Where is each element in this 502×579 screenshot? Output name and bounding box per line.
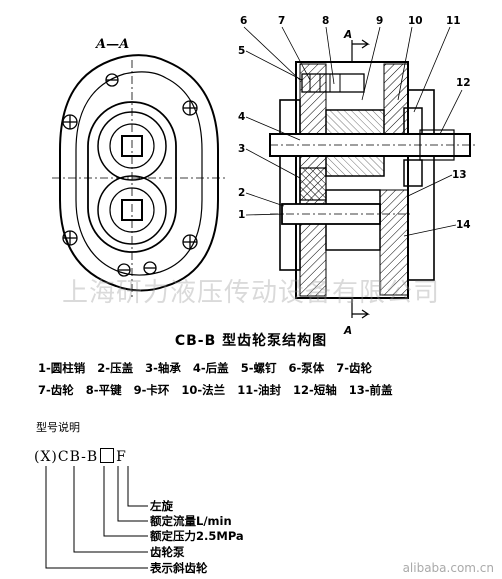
- model-code-leader-lines: [45, 466, 148, 569]
- legend-item: 10-法兰: [181, 383, 226, 397]
- model-code-prefix: (X)CB-B: [34, 449, 99, 465]
- legend-item: 4-后盖: [192, 361, 229, 375]
- callout-labels: 6 7 8 9 10 11 5 12 4 3 13 2 1 14 A A: [238, 15, 471, 337]
- callout-9: 9: [376, 15, 383, 27]
- callout-5: 5: [238, 45, 245, 57]
- site-watermark: alibaba.com.cn: [402, 561, 494, 575]
- model-label-helical-gear: 表示斜齿轮: [150, 561, 208, 575]
- callout-8: 8: [322, 15, 329, 27]
- legend-item: 2-压盖: [97, 361, 134, 375]
- company-watermark: 上海研力液压传动设备有限公司: [61, 278, 440, 308]
- section-mark-top: A: [343, 29, 352, 41]
- legend-item: 3-轴承: [145, 361, 181, 375]
- model-label-rated-flow: 额定流量L/min: [150, 514, 232, 528]
- callout-6: 6: [240, 15, 247, 27]
- callout-11: 11: [446, 15, 461, 27]
- section-label: A—A: [94, 37, 129, 52]
- pump-drawing: A—A: [52, 15, 478, 337]
- legend-item: 9-卡环: [133, 383, 170, 397]
- model-code: (X)CB-B F: [34, 448, 127, 465]
- callout-7: 7: [278, 15, 285, 27]
- model-label-gear-pump: 齿轮泵: [150, 545, 185, 559]
- section-mark-bottom: A: [343, 325, 352, 337]
- model-explanation-title: 型号说明: [36, 421, 80, 434]
- parts-legend-row-2: 7-齿轮 8-平键 9-卡环 10-法兰 11-油封 12-短轴 13-前盖: [38, 382, 401, 398]
- legend-item: 13-前盖: [348, 383, 393, 397]
- callout-3: 3: [238, 143, 245, 155]
- model-label-rated-pressure: 额定压力2.5MPa: [150, 529, 244, 543]
- bearing-3: [299, 167, 327, 201]
- model-code-box: [100, 448, 115, 463]
- leader-lines: [243, 26, 463, 237]
- diagram-caption: CB-B 型齿轮泵结构图: [174, 333, 328, 349]
- callout-1: 1: [238, 209, 245, 221]
- model-label-left-rotation: 左旋: [150, 499, 173, 513]
- section-view-a-a: A—A: [52, 37, 226, 300]
- model-code-suffix: F: [116, 449, 127, 465]
- pump-outline: [59, 54, 219, 292]
- legend-item: 5-螺钉: [240, 361, 277, 375]
- front-cover-13: [379, 189, 409, 296]
- callout-12: 12: [456, 77, 471, 89]
- legend-item: 7-齿轮: [336, 361, 373, 375]
- parts-legend-row-1: 1-圆柱销 2-压盖 3-轴承 4-后盖 5-螺钉 6-泵体 7-齿轮: [38, 360, 380, 376]
- bolt-holes: [62, 73, 198, 277]
- legend-item: 7-齿轮: [38, 383, 74, 397]
- callout-13: 13: [452, 169, 467, 181]
- callout-10: 10: [408, 15, 423, 27]
- side-section-view: [269, 39, 478, 319]
- legend-item: 11-油封: [237, 383, 281, 397]
- legend-item: 1-圆柱销: [38, 361, 86, 375]
- legend-item: 8-平键: [85, 383, 122, 397]
- legend-item: 6-泵体: [288, 361, 325, 375]
- legend-item: 12-短轴: [292, 383, 337, 397]
- gear-cavity: [87, 101, 177, 253]
- callout-14: 14: [456, 219, 471, 231]
- callout-2: 2: [238, 187, 245, 199]
- callout-4: 4: [238, 111, 245, 123]
